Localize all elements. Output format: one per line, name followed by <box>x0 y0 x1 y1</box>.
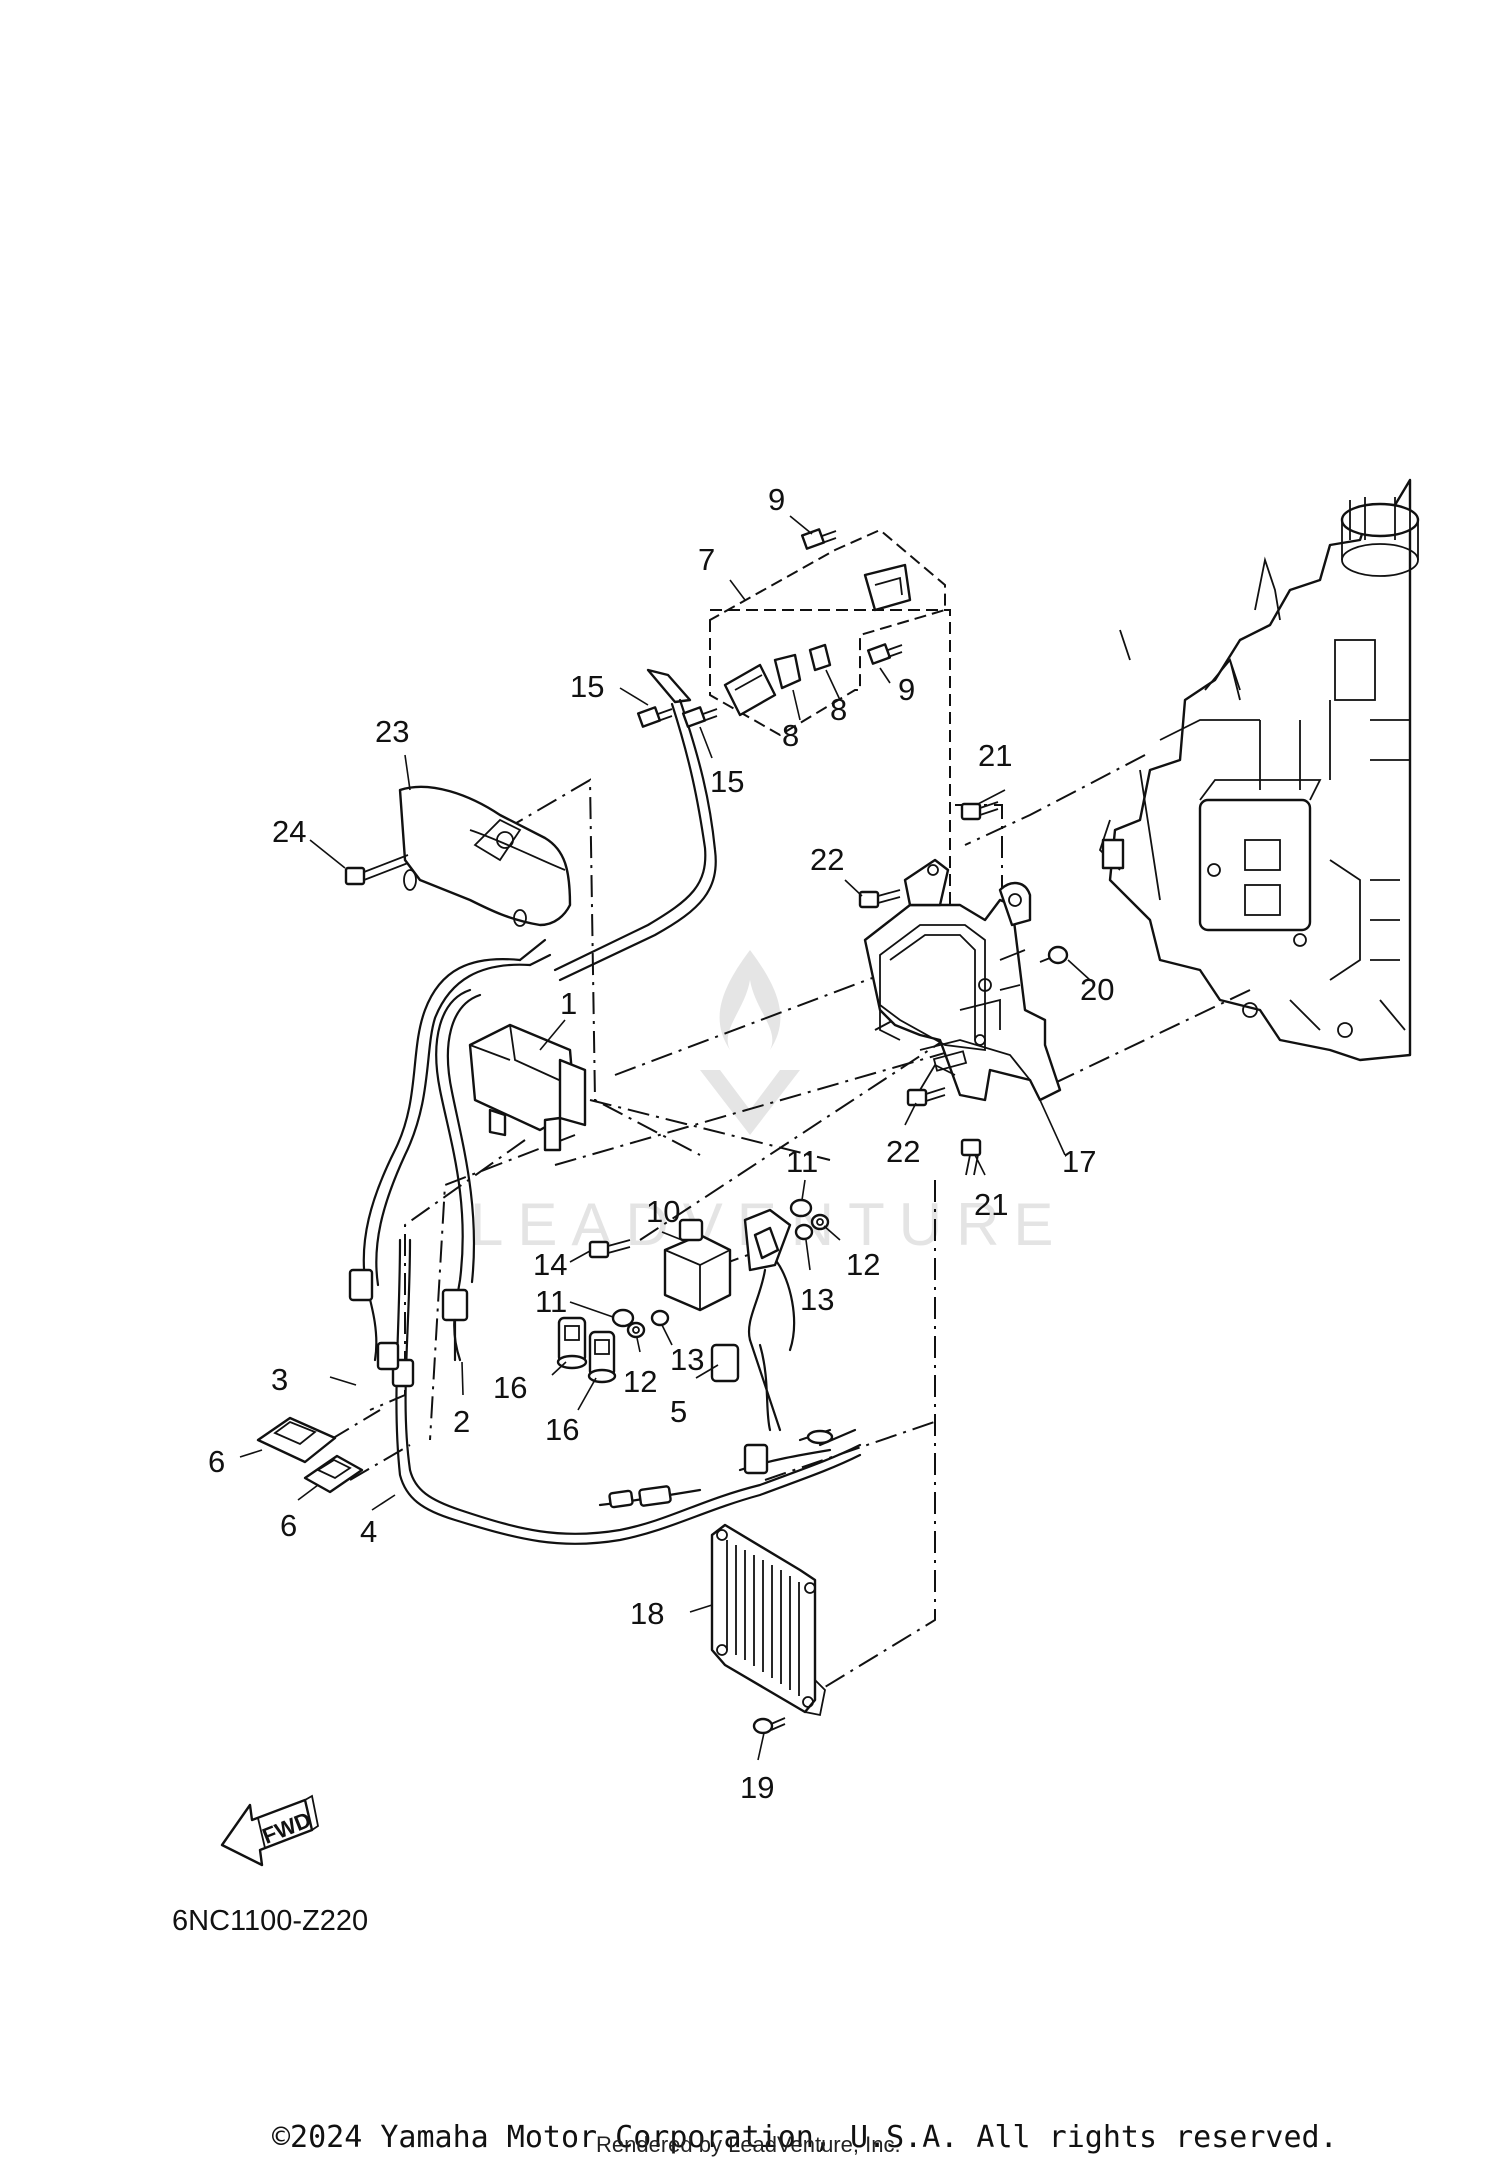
callout-4: 4 <box>360 1514 377 1549</box>
callout-22: 22 <box>886 1134 920 1169</box>
part-item-7-switch-holder <box>723 563 912 717</box>
callout-5: 5 <box>670 1394 687 1429</box>
callout-11: 11 <box>786 1144 818 1179</box>
callout-11: 11 <box>535 1284 567 1319</box>
part-item-13-washer-top <box>794 1223 814 1241</box>
callout-12: 12 <box>846 1247 880 1282</box>
bolt-item-20 <box>1039 945 1069 965</box>
bolt-item-22-top <box>858 889 901 909</box>
callout-24: 24 <box>272 814 306 849</box>
callout-18: 18 <box>630 1596 664 1631</box>
part-item-16-cap-b <box>587 1330 617 1384</box>
bolt-item-24 <box>344 854 409 886</box>
callout-leader-lines <box>239 515 1091 1761</box>
part-item-13-washer-left <box>650 1309 670 1327</box>
part-item-12-nut-left <box>626 1321 646 1339</box>
bolt-item-9-right <box>866 643 903 665</box>
callout-20: 20 <box>1080 972 1114 1007</box>
part-item-1-control-unit <box>468 1023 587 1152</box>
callout-15: 15 <box>570 669 604 704</box>
bolt-item-21-bottom <box>960 1138 982 1176</box>
part-item-4-main-harness <box>376 1238 862 1546</box>
part-item-11-nut-left <box>611 1308 635 1328</box>
callout-16: 16 <box>493 1370 527 1405</box>
callout-numbers: 9 7 9 15 15 8 8 23 24 21 22 20 17 21 22 … <box>208 482 1114 1805</box>
callout-23: 23 <box>375 714 409 749</box>
callout-13: 13 <box>670 1342 704 1377</box>
leadventure-watermark-logo <box>700 950 800 1135</box>
callout-2: 2 <box>453 1404 470 1439</box>
callout-21: 21 <box>978 738 1012 773</box>
part-item-11-nut-top <box>789 1198 813 1218</box>
bolt-item-22-bottom <box>906 1087 946 1107</box>
callout-17: 17 <box>1062 1144 1096 1179</box>
callout-22: 22 <box>810 842 844 877</box>
callout-9: 9 <box>768 482 785 517</box>
part-item-5-lead-wire <box>710 1208 796 1432</box>
callout-6: 6 <box>208 1444 225 1479</box>
callout-6: 6 <box>280 1508 297 1543</box>
part-item-6-clip-a <box>256 1416 337 1464</box>
callout-15: 15 <box>710 764 744 799</box>
bolt-item-15-left <box>636 706 673 728</box>
callout-13: 13 <box>800 1282 834 1317</box>
callout-12: 12 <box>623 1364 657 1399</box>
callout-8: 8 <box>782 718 799 753</box>
part-item-8-terminal-a <box>773 653 802 690</box>
engine-block-drawing <box>1098 478 1420 1062</box>
rendered-by-credit: Rendered by LeadVenture, Inc. <box>596 2132 901 2157</box>
bolt-item-9-top <box>800 528 837 550</box>
part-item-17-bracket <box>863 858 1062 1102</box>
callout-19: 19 <box>740 1770 774 1805</box>
part-item-2-3-harness <box>348 938 552 1362</box>
part-item-12-nut-top <box>810 1213 830 1231</box>
bolt-item-14 <box>588 1239 631 1259</box>
callout-9: 9 <box>898 672 915 707</box>
callout-8: 8 <box>830 692 847 727</box>
part-item-15-cable-clamp <box>553 668 717 982</box>
bolt-item-21-top <box>960 801 999 821</box>
bolt-item-19 <box>752 1717 786 1735</box>
part-item-16-cap-a <box>556 1316 588 1370</box>
forward-direction-arrow: FWD <box>220 1794 320 1867</box>
part-item-6-clip-b <box>303 1454 364 1494</box>
callout-14: 14 <box>533 1247 567 1282</box>
part-item-10-relay <box>663 1218 732 1312</box>
part-item-8-terminal-b <box>808 643 832 672</box>
callout-10: 10 <box>646 1194 680 1229</box>
callout-21: 21 <box>974 1187 1008 1222</box>
bolt-item-15-right <box>681 706 718 728</box>
callout-1: 1 <box>560 986 577 1021</box>
part-item-18-plate <box>710 1523 826 1717</box>
callout-7: 7 <box>698 542 715 577</box>
callout-16: 16 <box>545 1412 579 1447</box>
item-7-assembly-box <box>709 528 946 737</box>
diagram-code: 6NC1100-Z220 <box>172 1905 368 1937</box>
callout-3: 3 <box>271 1362 288 1397</box>
copyright-notice: ©2024 Yamaha Motor Corporation, U.S.A. A… <box>272 2120 1338 2155</box>
part-item-23-cover <box>398 785 572 927</box>
